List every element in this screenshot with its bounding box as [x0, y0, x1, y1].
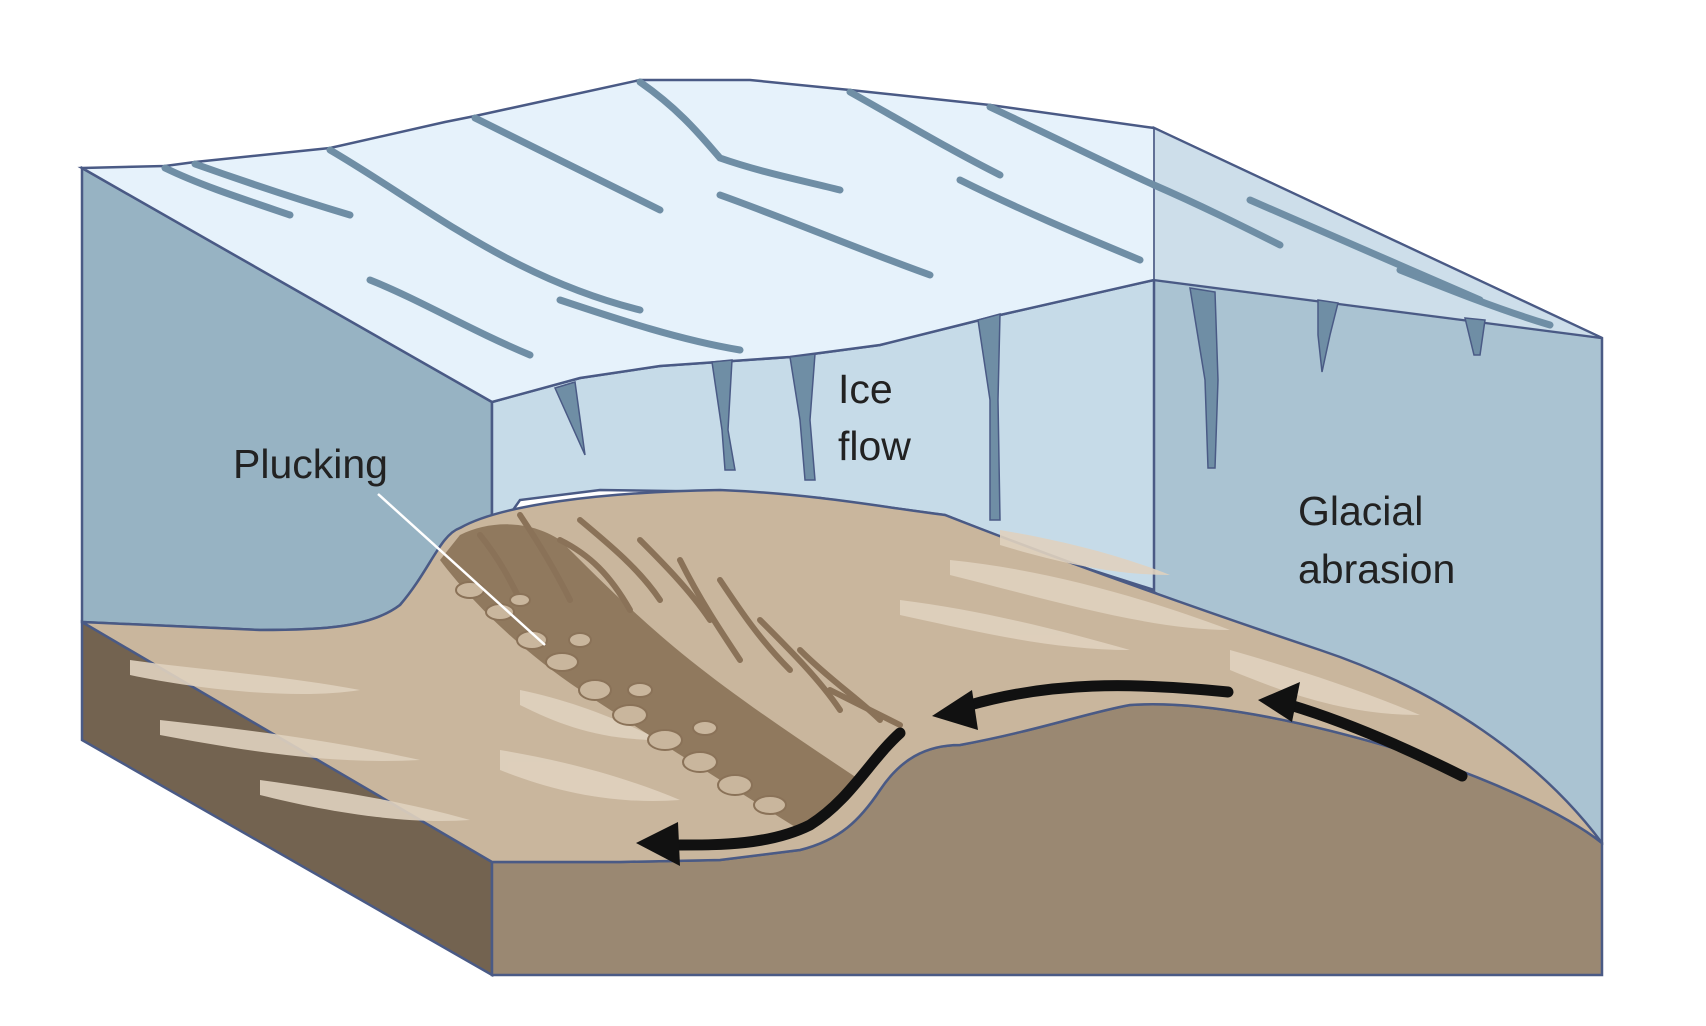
fracture-lines — [477, 512, 903, 728]
ice-top-right-shade — [1153, 126, 1603, 339]
face-crevasses — [553, 287, 1486, 521]
flow-arrows — [636, 680, 1468, 866]
plucked-boulders — [455, 581, 787, 815]
flow-arrow-right — [1284, 699, 1468, 782]
label-glacial-line2: abrasion — [1298, 546, 1455, 592]
label-ice-flow-line1: Ice — [838, 366, 893, 412]
label-glacial-line1: Glacial — [1298, 488, 1423, 534]
plucking-leader-line — [377, 493, 546, 646]
flow-arrow-middle — [964, 680, 1234, 711]
top-crevasses — [161, 78, 1554, 359]
sediment-streaks — [130, 530, 1420, 821]
label-ice-flow-line2: flow — [838, 423, 911, 469]
plucking-zone — [440, 524, 860, 830]
flow-arrow-left — [674, 727, 906, 851]
label-plucking: Plucking — [233, 441, 388, 487]
